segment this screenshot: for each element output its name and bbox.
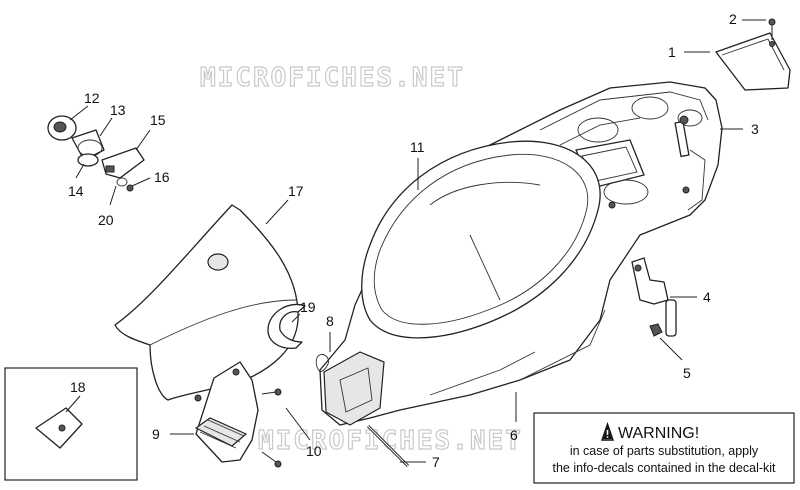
- part-10-bolts: [261, 388, 282, 468]
- callout-5: 5: [683, 365, 691, 381]
- callout-15: 15: [150, 112, 166, 128]
- callout-3: 3: [751, 121, 759, 137]
- callout-8: 8: [326, 313, 334, 329]
- callout-10: 10: [306, 443, 322, 459]
- part-9-spring-bracket: [194, 361, 259, 463]
- part-5-nut: [649, 323, 663, 337]
- callout-19: 19: [300, 299, 316, 315]
- part-11-helmet-bin: [361, 140, 601, 339]
- callout-6: 6: [510, 427, 518, 443]
- callout-9: 9: [152, 426, 160, 442]
- callout-18: 18: [70, 379, 86, 395]
- part-1-cover-plate: [715, 32, 791, 91]
- warning-line-2: the info-decals contained in the decal-k…: [552, 461, 776, 475]
- part-7-rod: [366, 424, 410, 468]
- warning-line-1: in case of parts substitution, apply: [570, 444, 759, 458]
- callout-4: 4: [703, 289, 711, 305]
- part-16-washer: [116, 177, 128, 187]
- watermark-bottom: MICROFICHES.NET: [258, 426, 523, 456]
- part-20-screw: [126, 184, 134, 192]
- callout-11: 11: [410, 139, 425, 155]
- callout-2: 2: [729, 11, 737, 27]
- callout-1: 1: [668, 44, 676, 60]
- part-3-bolt: [674, 115, 690, 158]
- callout-17: 17: [288, 183, 304, 199]
- watermark-top: MICROFICHES.NET: [200, 63, 465, 93]
- leader-lines: [65, 19, 766, 463]
- callout-16: 16: [154, 169, 170, 185]
- callout-7: 7: [432, 454, 440, 470]
- warning-triangle-icon: [601, 421, 614, 441]
- part-17-side-cover: [114, 204, 299, 401]
- part-15-lock-latch: [101, 147, 145, 179]
- part-14-lock-washer: [77, 153, 99, 167]
- part-8-clip: [315, 354, 329, 373]
- part-2-screw: [768, 18, 776, 47]
- part-4-bracket: [631, 257, 677, 337]
- callout-12: 12: [84, 90, 100, 106]
- warning-title: WARNING!: [618, 425, 699, 442]
- callout-20: 20: [98, 212, 114, 228]
- warning-box: WARNING! in case of parts substitution, …: [533, 412, 795, 484]
- callout-13: 13: [110, 102, 126, 118]
- part-19-hook: [267, 303, 306, 349]
- part-18-spring-clip: [35, 407, 83, 449]
- callout-14: 14: [68, 183, 84, 199]
- part-12-lock-cylinder: [47, 115, 77, 141]
